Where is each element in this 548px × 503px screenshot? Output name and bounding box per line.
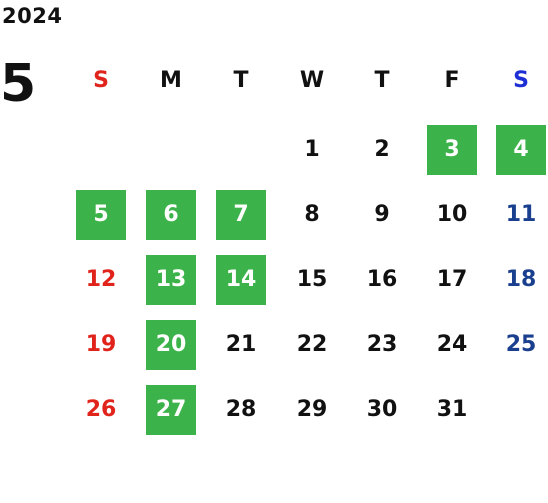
day-cell-13[interactable]: 13: [146, 255, 196, 305]
day-cell-15[interactable]: 15: [296, 267, 328, 292]
day-cell-27[interactable]: 27: [146, 385, 196, 435]
day-cell-25[interactable]: 25: [505, 332, 537, 357]
day-cell-14[interactable]: 14: [216, 255, 266, 305]
weekday-header-4: T: [374, 68, 390, 93]
day-cell-7[interactable]: 7: [216, 190, 266, 240]
weekday-header-1: M: [160, 68, 182, 93]
day-cell-11[interactable]: 11: [505, 202, 537, 227]
day-cell-3[interactable]: 3: [427, 125, 477, 175]
day-cell-28[interactable]: 28: [225, 397, 257, 422]
day-cell-8[interactable]: 8: [304, 202, 320, 227]
day-cell-12[interactable]: 12: [85, 267, 117, 292]
day-cell-24[interactable]: 24: [436, 332, 468, 357]
day-cell-29[interactable]: 29: [296, 397, 328, 422]
day-cell-1[interactable]: 1: [304, 137, 320, 162]
day-cell-20[interactable]: 20: [146, 320, 196, 370]
weekday-header-3: W: [299, 68, 325, 93]
day-cell-26[interactable]: 26: [85, 397, 117, 422]
weekday-header-6: S: [513, 68, 529, 93]
day-cell-21[interactable]: 21: [225, 332, 257, 357]
day-cell-5[interactable]: 5: [76, 190, 126, 240]
day-cell-19[interactable]: 19: [85, 332, 117, 357]
day-cell-31[interactable]: 31: [436, 397, 468, 422]
day-cell-16[interactable]: 16: [366, 267, 398, 292]
weekday-header-5: F: [444, 68, 460, 93]
calendar-year: 2024: [2, 4, 63, 28]
day-cell-18[interactable]: 18: [505, 267, 537, 292]
day-cell-30[interactable]: 30: [366, 397, 398, 422]
calendar-month: 5: [0, 54, 37, 114]
weekday-header-0: S: [93, 68, 109, 93]
weekday-header-2: T: [233, 68, 249, 93]
day-cell-4[interactable]: 4: [496, 125, 546, 175]
day-cell-6[interactable]: 6: [146, 190, 196, 240]
day-cell-10[interactable]: 10: [436, 202, 468, 227]
day-cell-17[interactable]: 17: [436, 267, 468, 292]
day-cell-22[interactable]: 22: [296, 332, 328, 357]
day-cell-2[interactable]: 2: [374, 137, 390, 162]
day-cell-23[interactable]: 23: [366, 332, 398, 357]
day-cell-9[interactable]: 9: [374, 202, 390, 227]
